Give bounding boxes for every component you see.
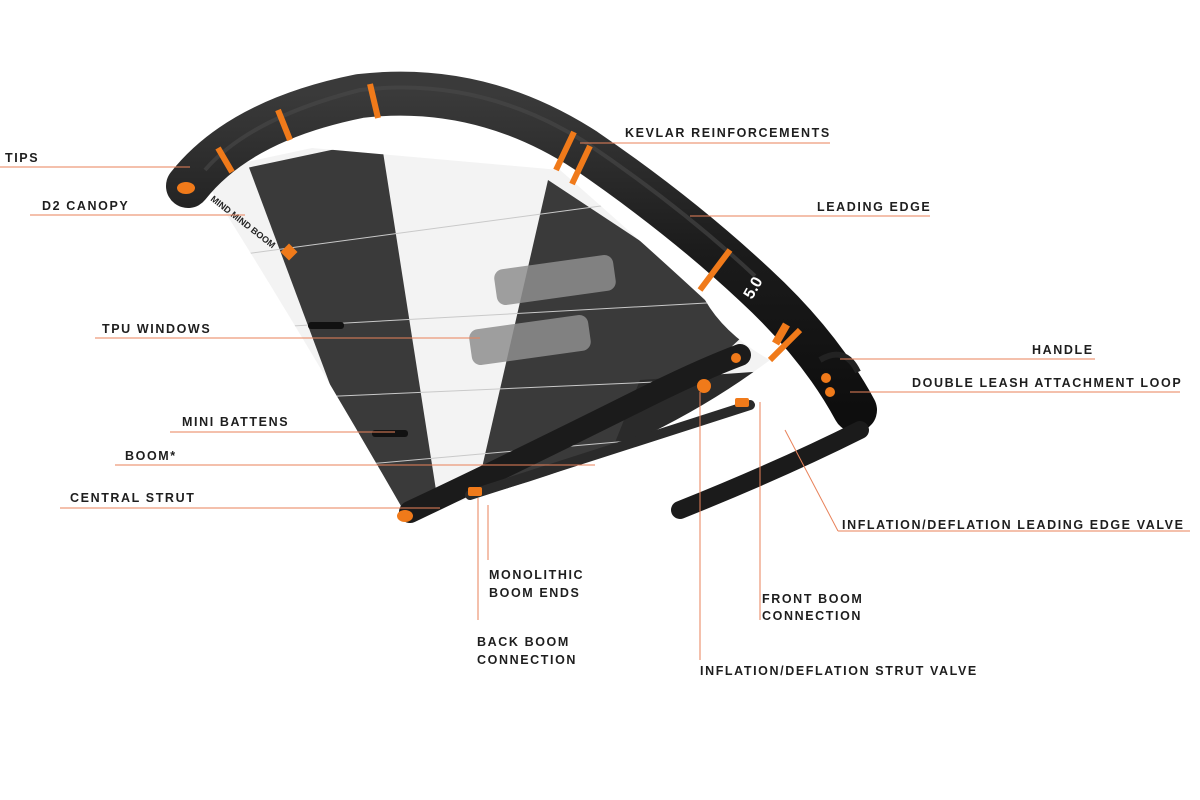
label-leading-edge: LEADING EDGE bbox=[817, 200, 931, 214]
tip-end bbox=[397, 510, 413, 522]
label-tpu-windows: TPU WINDOWS bbox=[102, 322, 211, 336]
back-boom-end bbox=[468, 487, 482, 496]
wing-illustration: MIND MIND BOOM 5.0 bbox=[166, 71, 877, 523]
label-back-boom-line2: CONNECTION bbox=[477, 653, 577, 667]
central-strut bbox=[399, 344, 751, 523]
tip-end bbox=[177, 182, 195, 194]
strut-valve bbox=[697, 379, 711, 393]
front-boom-end bbox=[735, 398, 749, 407]
labels: TIPS D2 CANOPY TPU WINDOWS MINI BATTENS … bbox=[5, 126, 1185, 678]
leading-edge-tube bbox=[166, 71, 877, 432]
label-boom: BOOM* bbox=[125, 449, 177, 463]
handle bbox=[818, 351, 861, 374]
le-valve bbox=[731, 353, 741, 363]
leash-loop bbox=[821, 373, 831, 383]
label-strut-valve: INFLATION/DEFLATION STRUT VALVE bbox=[700, 664, 978, 678]
label-tips: TIPS bbox=[5, 151, 39, 165]
lower-tube bbox=[671, 421, 869, 519]
label-front-boom-line2: CONNECTION bbox=[762, 609, 862, 623]
label-kevlar-reinforcements: KEVLAR REINFORCEMENTS bbox=[625, 126, 831, 140]
label-central-strut: CENTRAL STRUT bbox=[70, 491, 195, 505]
label-mini-battens: MINI BATTENS bbox=[182, 415, 289, 429]
label-monolithic-line2: BOOM ENDS bbox=[489, 586, 581, 600]
mini-batten bbox=[308, 322, 344, 329]
leader-lines bbox=[0, 142, 1190, 660]
label-monolithic-line1: MONOLITHIC bbox=[489, 568, 584, 582]
tpu-window bbox=[494, 254, 616, 306]
leading-edge-highlight bbox=[203, 85, 757, 278]
label-front-boom-line1: FRONT BOOM bbox=[762, 592, 863, 606]
boom bbox=[465, 400, 755, 500]
mini-batten bbox=[372, 430, 408, 437]
brand-logo-icon bbox=[280, 243, 298, 261]
label-handle: HANDLE bbox=[1032, 343, 1094, 357]
label-d2-canopy: D2 CANOPY bbox=[42, 199, 129, 213]
label-back-boom-line1: BACK BOOM bbox=[477, 635, 570, 649]
label-le-valve: INFLATION/DEFLATION LEADING EDGE VALVE bbox=[842, 518, 1185, 532]
kevlar-bands bbox=[215, 83, 803, 363]
tpu-window bbox=[469, 314, 591, 366]
label-double-leash: DOUBLE LEASH ATTACHMENT LOOP bbox=[912, 376, 1182, 390]
leash-loop bbox=[825, 387, 835, 397]
brand-badge bbox=[772, 322, 790, 346]
